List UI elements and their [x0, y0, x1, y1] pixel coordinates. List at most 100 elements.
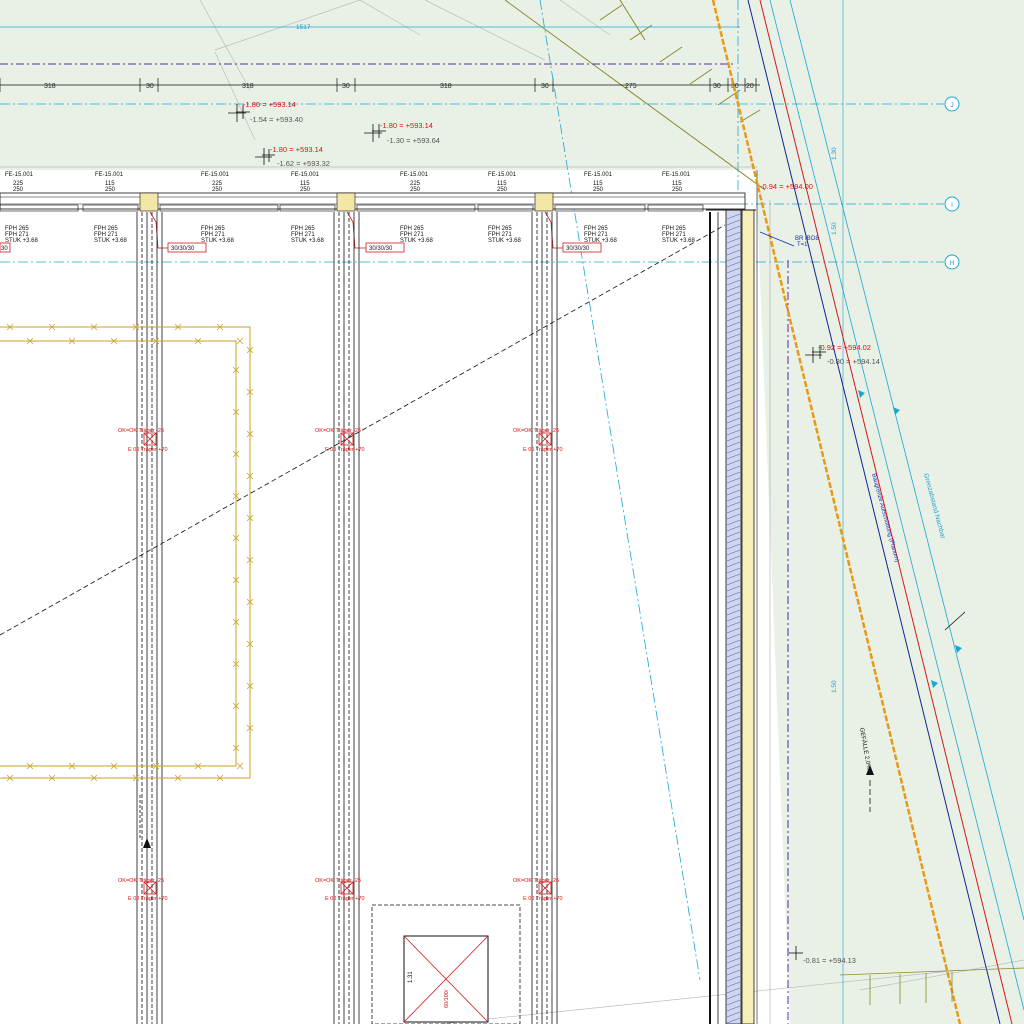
north-arrow	[139, 795, 151, 848]
svg-text:E 00 Träger +70: E 00 Träger +70	[325, 447, 365, 453]
wall-hatch-line	[726, 231, 741, 238]
svg-text:30: 30	[1, 246, 8, 252]
marked-area-cross	[246, 598, 254, 606]
wall-hatch-line	[726, 531, 741, 538]
wall-hatch-line	[726, 747, 741, 754]
window-band	[0, 166, 757, 212]
svg-text:FPH 271: FPH 271	[291, 232, 315, 238]
wall-hatch-line	[726, 717, 741, 724]
wall-hatch-line	[726, 831, 741, 838]
terrain-hatch	[199, 0, 1024, 1024]
dim-label: 30	[146, 83, 154, 90]
wall-hatch-line	[726, 675, 741, 682]
svg-text:FE-15.001: FE-15.001	[400, 172, 429, 178]
svg-text:STUK +3.68: STUK +3.68	[400, 238, 434, 244]
dim-label: 275	[625, 83, 637, 90]
window-tags: FE-15.001 FE-15.001 FE-15.001 FE-15.001 …	[5, 172, 691, 178]
marked-area-cross	[246, 388, 254, 396]
marked-area-cross	[232, 492, 240, 500]
marked-area-cross	[246, 556, 254, 564]
svg-text:-0.94 = +594.00: -0.94 = +594.00	[760, 182, 813, 191]
svg-text:250: 250	[13, 187, 24, 193]
wall-hatch-line	[726, 633, 741, 640]
svg-text:FPH 265: FPH 265	[201, 226, 225, 232]
column-tags: 30 30/30/30 30/30/30 30/30/30	[0, 211, 602, 253]
svg-text:30/30/30: 30/30/30	[566, 246, 590, 252]
wall-hatch-line	[726, 351, 741, 358]
wall-hatch-line	[726, 333, 741, 340]
marked-area-cross	[232, 618, 240, 626]
marked-area-cross	[90, 323, 98, 331]
columns	[136, 212, 558, 1024]
svg-text:STUK +3.68: STUK +3.68	[5, 238, 39, 244]
marked-area-cross	[68, 337, 76, 345]
wall-hatch-line	[726, 897, 741, 904]
spot-level-4: -0.94 = +594.00	[760, 182, 813, 191]
marked-area-cross	[236, 337, 244, 345]
sill-notes: FPH 265 FPH 271 STUK +3.68 FPH 265 FPH 2…	[5, 226, 696, 244]
wall-hatch-line	[726, 489, 741, 496]
spot-level-1: -1.80 = +593.14 -1.54 = +593.40	[228, 100, 303, 124]
dim-label: 30	[342, 83, 350, 90]
svg-text:FE-15.001: FE-15.001	[584, 172, 613, 178]
spot-level-5: -0.92 = +594.02 -0.80 = +594.14	[805, 343, 880, 366]
wall-hatch-line	[726, 273, 741, 280]
wall-hatch-line	[726, 645, 741, 652]
marked-area-cross	[246, 514, 254, 522]
dim-label: 318	[44, 83, 56, 90]
wall-hatch-line	[726, 213, 741, 220]
wall-hatch-line	[726, 609, 741, 616]
svg-text:BR /BO8: BR /BO8	[795, 236, 819, 242]
wall-hatch-line	[726, 951, 741, 958]
svg-text:H: H	[950, 260, 955, 267]
site-boundaries	[711, 0, 1024, 1024]
svg-text:FPH 265: FPH 265	[584, 226, 608, 232]
wall-hatch-line	[726, 309, 741, 316]
wall-hatch-line	[726, 855, 741, 862]
wall-hatch-line	[726, 525, 741, 532]
wall-hatch-line	[726, 285, 741, 292]
wall-hatch-line	[726, 477, 741, 484]
svg-text:FPH 271: FPH 271	[201, 232, 225, 238]
wall-hatch-line	[726, 507, 741, 514]
wall-hatch-line	[726, 255, 741, 262]
svg-text:J: J	[950, 102, 953, 109]
wall-hatch-line	[726, 561, 741, 568]
wall-hatch-line	[726, 819, 741, 826]
marked-area	[0, 326, 251, 779]
marked-area-cross	[232, 744, 240, 752]
wall-hatch-line	[726, 783, 741, 790]
wall-hatch-line	[726, 441, 741, 448]
wall-hatch-line	[726, 345, 741, 352]
svg-text:FE-15.001: FE-15.001	[488, 172, 517, 178]
svg-text:-0.81 = +594.13: -0.81 = +594.13	[803, 956, 856, 965]
svg-text:FPH 271: FPH 271	[5, 232, 29, 238]
wall-hatch-line	[726, 981, 741, 988]
site-fence	[839, 967, 1024, 1005]
wall-hatch-line	[726, 957, 741, 964]
marked-area-cross	[90, 774, 98, 782]
svg-text:OK=OK Träger -25: OK=OK Träger -25	[315, 878, 361, 884]
wall-hatch-line	[726, 777, 741, 784]
wall-hatch-line	[726, 375, 741, 382]
marked-area-cross	[232, 366, 240, 374]
svg-text:STUK +3.68: STUK +3.68	[662, 238, 696, 244]
svg-text:-0.80 = +594.14: -0.80 = +594.14	[827, 357, 880, 366]
svg-text:T=1: T=1	[797, 242, 808, 248]
wall-hatch-line	[726, 867, 741, 874]
wall-hatch-line	[726, 513, 741, 520]
blue-note: BR /BO8 T=1	[759, 231, 819, 248]
spot-level-3: -1.80 = +593.14 -1.62 = +593.32	[255, 145, 330, 168]
svg-text:1.50: 1.50	[831, 680, 838, 693]
spot-level-6: -0.81 = +594.13	[789, 946, 856, 965]
wall-hatch-line	[726, 843, 741, 850]
svg-text:OK=OK Träger -25: OK=OK Träger -25	[315, 428, 361, 434]
wall-hatch-line	[726, 495, 741, 502]
marked-area-cross	[246, 430, 254, 438]
wall-hatch-line	[726, 765, 741, 772]
svg-text:FPH 265: FPH 265	[94, 226, 118, 232]
dim-label: 20	[746, 83, 754, 90]
wall-hatch-line	[726, 927, 741, 934]
marked-area-cross	[232, 576, 240, 584]
section-line	[0, 224, 726, 636]
